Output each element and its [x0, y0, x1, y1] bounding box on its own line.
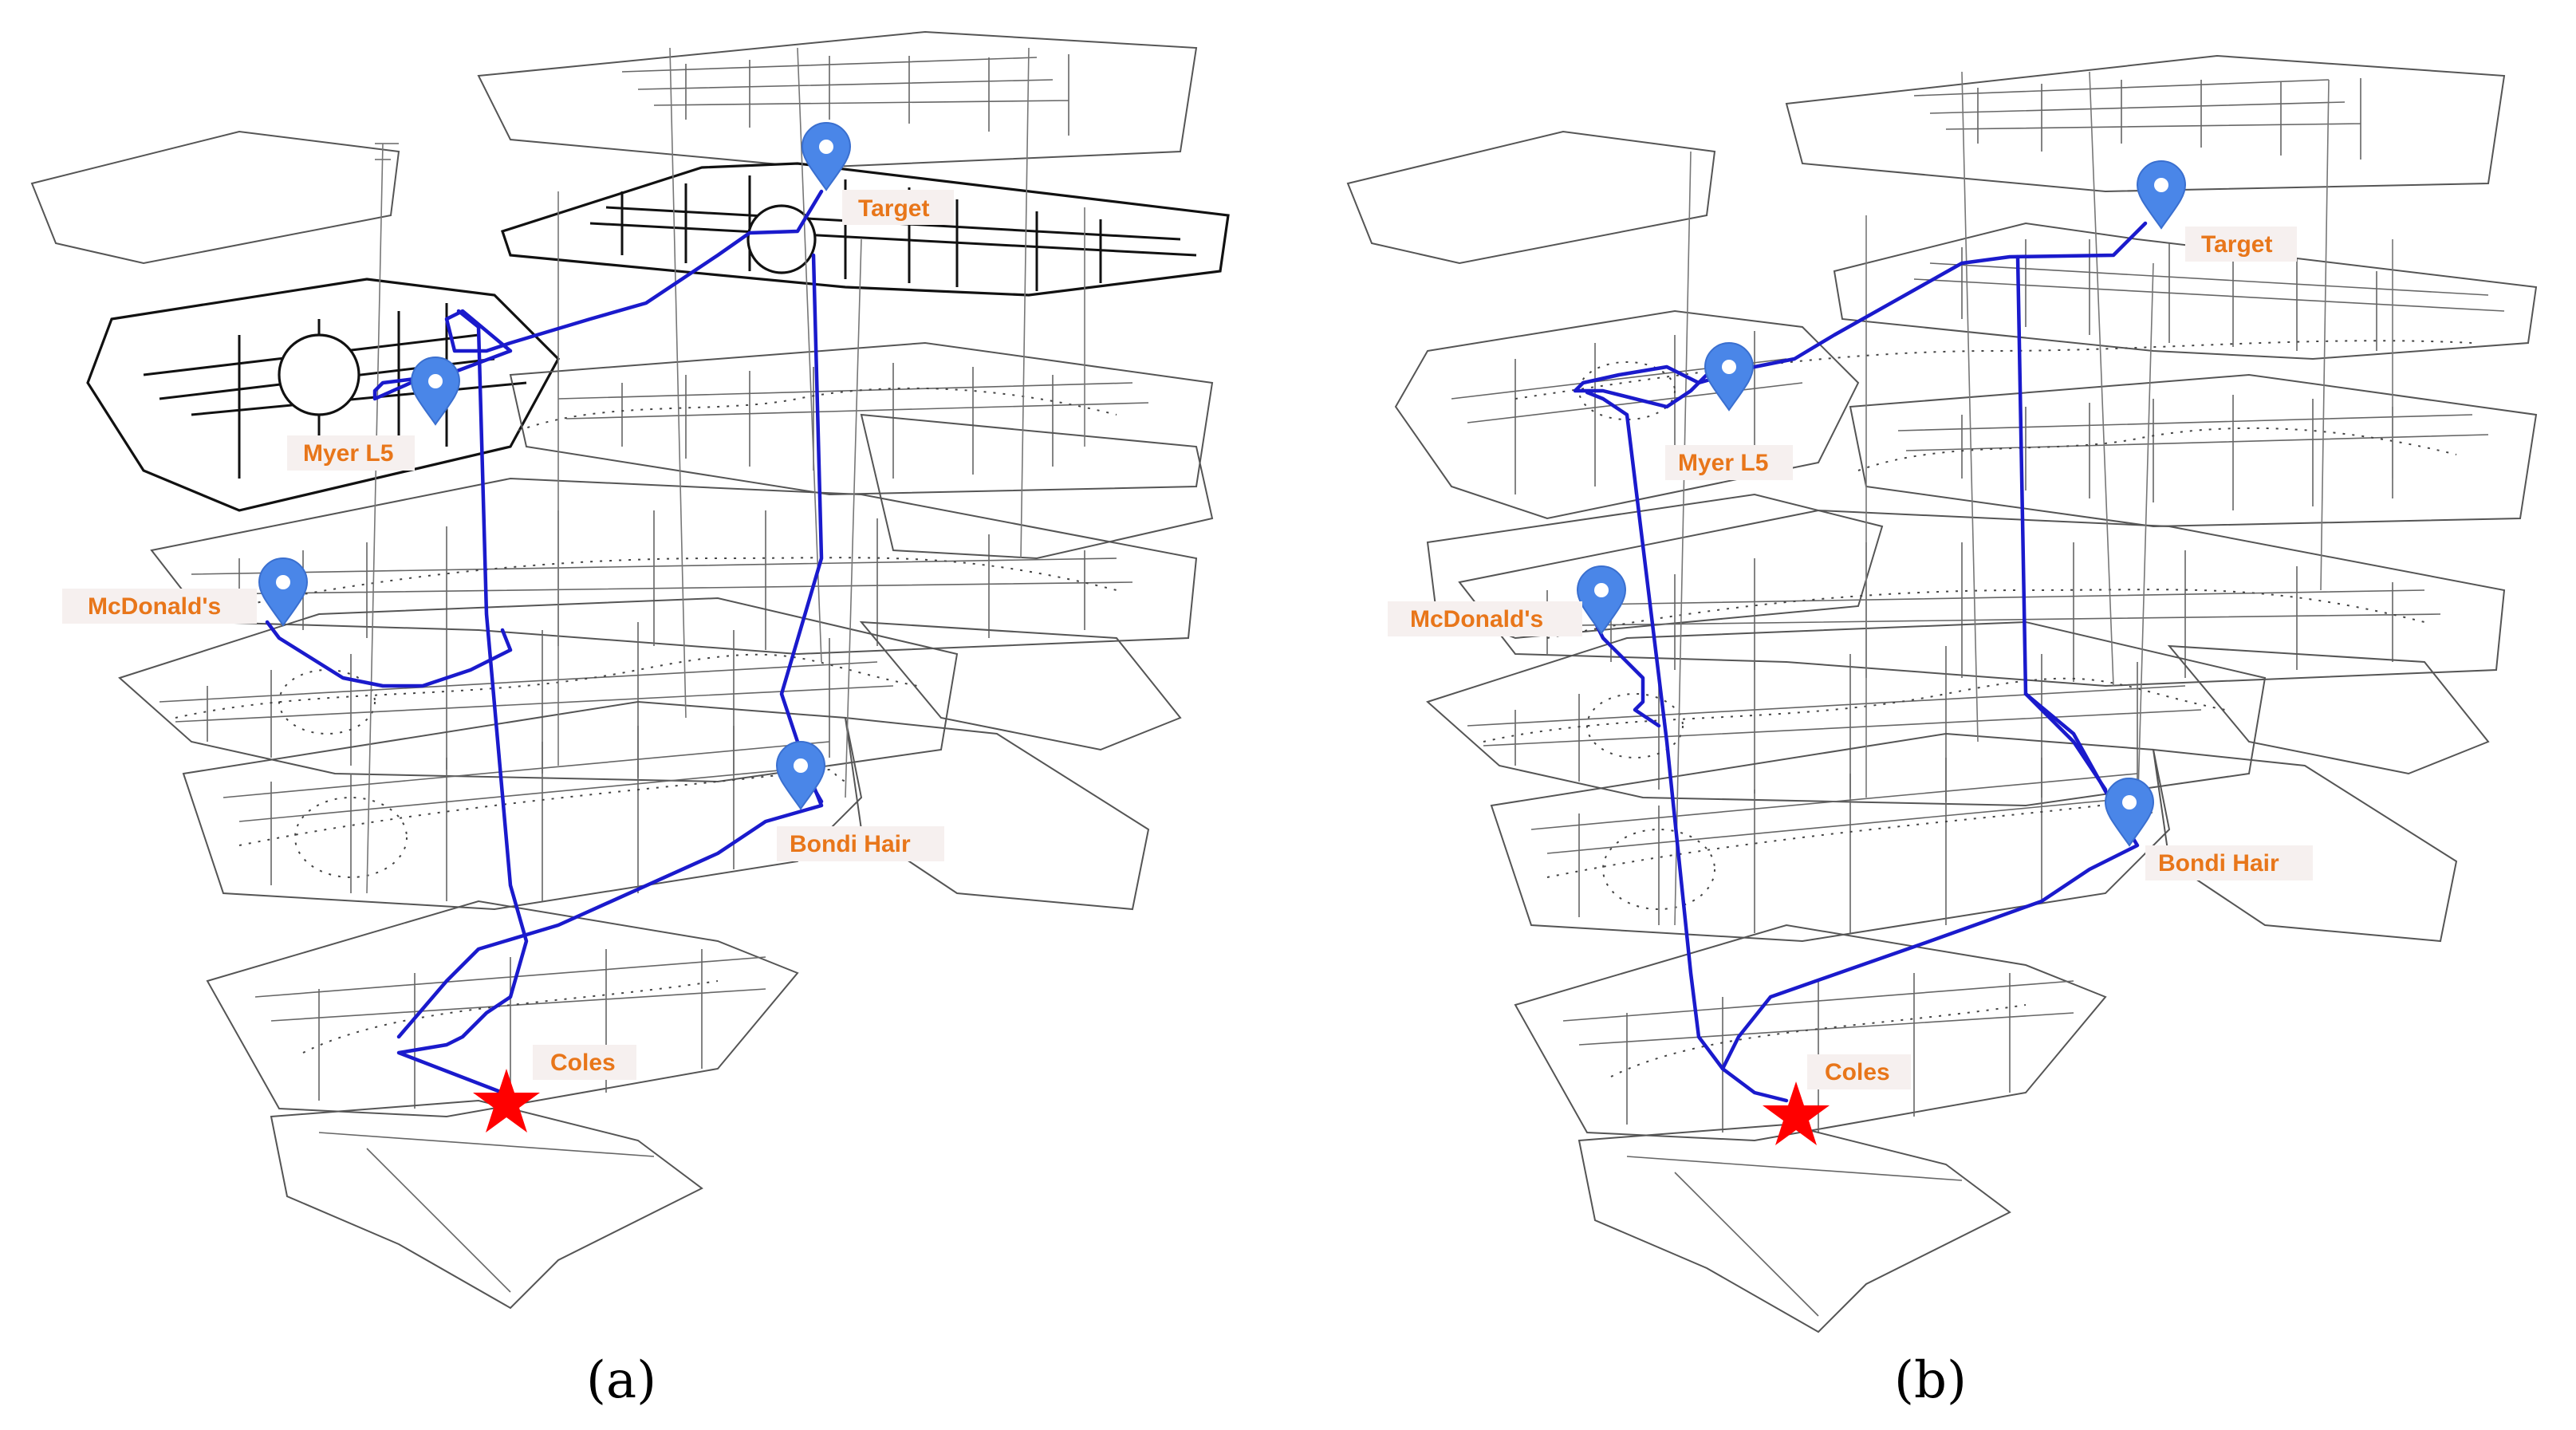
poi-bondi-b: Bondi Hair [2104, 778, 2313, 880]
floor-level-5 [1394, 222, 2538, 520]
poi-myer-b: Myer L5 [1665, 342, 1793, 480]
label-bg [1665, 445, 1793, 480]
poi-myer-a: Myer L5 [287, 357, 461, 471]
star-icon [1763, 1081, 1830, 1145]
pin-dot [1722, 360, 1736, 374]
label-bg [62, 589, 257, 624]
pin-dot [794, 758, 808, 773]
label-bg [287, 435, 415, 471]
map-pin-icon [2104, 778, 2155, 847]
label-bg [777, 826, 944, 861]
map-pin-icon [2136, 160, 2187, 230]
floor-level-5 [86, 162, 1230, 512]
pin-dot [819, 140, 833, 154]
poi-coles-b: Coles [1763, 1054, 1911, 1145]
map-pin-icon [801, 122, 852, 191]
floor-ground [1514, 924, 2107, 1333]
floor-level-4 [509, 341, 1214, 496]
floor-level-2 [1426, 620, 2490, 807]
pin-dot [2122, 795, 2137, 810]
floor-risers [1674, 71, 2393, 926]
panel-caption-a: (a) [586, 1351, 656, 1410]
floor-level-6 [30, 30, 1198, 265]
route-b [1573, 221, 2148, 1103]
poi-target-b: Target [2136, 160, 2297, 262]
label-bg [1807, 1054, 1911, 1089]
poi-target-a: Target [801, 122, 954, 225]
poi-label-myer: Myer L5 [303, 440, 393, 467]
pin-dot [428, 374, 443, 388]
map-pin-icon [258, 557, 309, 627]
map-pin-icon [410, 357, 461, 426]
map-pin-icon [1576, 565, 1627, 635]
poi-label-bondi: Bondi Hair [790, 831, 911, 857]
panel-caption-b: (b) [1894, 1351, 1967, 1410]
poi-label-target: Target [2201, 231, 2272, 258]
pin-dot [276, 575, 290, 589]
label-bg [2185, 227, 2297, 262]
map-pin-icon [1704, 342, 1755, 412]
floor-risers [366, 47, 1085, 894]
poi-coles-a: Coles [473, 1045, 636, 1133]
label-bg [2145, 845, 2313, 880]
label-bg [533, 1045, 636, 1080]
floor-level-2 [118, 597, 1182, 783]
poi-label-myer: Myer L5 [1678, 450, 1768, 476]
panel-b [1346, 54, 2538, 1333]
poi-label-coles: Coles [1825, 1059, 1890, 1085]
panel-a [30, 30, 1230, 1310]
label-bg [1388, 601, 1582, 636]
poi-label-mcdonalds: McDonald's [1410, 606, 1543, 632]
floor-level-1 [1490, 732, 2458, 943]
label-bg [842, 190, 954, 225]
pin-dot [2154, 178, 2168, 192]
floor-level-3 [150, 413, 1214, 656]
star-icon [473, 1069, 540, 1133]
poi-label-coles: Coles [550, 1050, 616, 1076]
poi-mcdonalds-b: McDonald's [1388, 565, 1627, 636]
pin-dot [1594, 583, 1609, 597]
poi-label-mcdonalds: McDonald's [88, 593, 221, 620]
poi-bondi-a: Bondi Hair [775, 741, 944, 861]
poi-label-bondi: Bondi Hair [2158, 850, 2279, 877]
map-pin-icon [775, 741, 826, 810]
poi-label-target: Target [858, 195, 929, 222]
poi-mcdonalds-a: McDonald's [62, 557, 309, 627]
floor-level-6 [1346, 54, 2506, 265]
